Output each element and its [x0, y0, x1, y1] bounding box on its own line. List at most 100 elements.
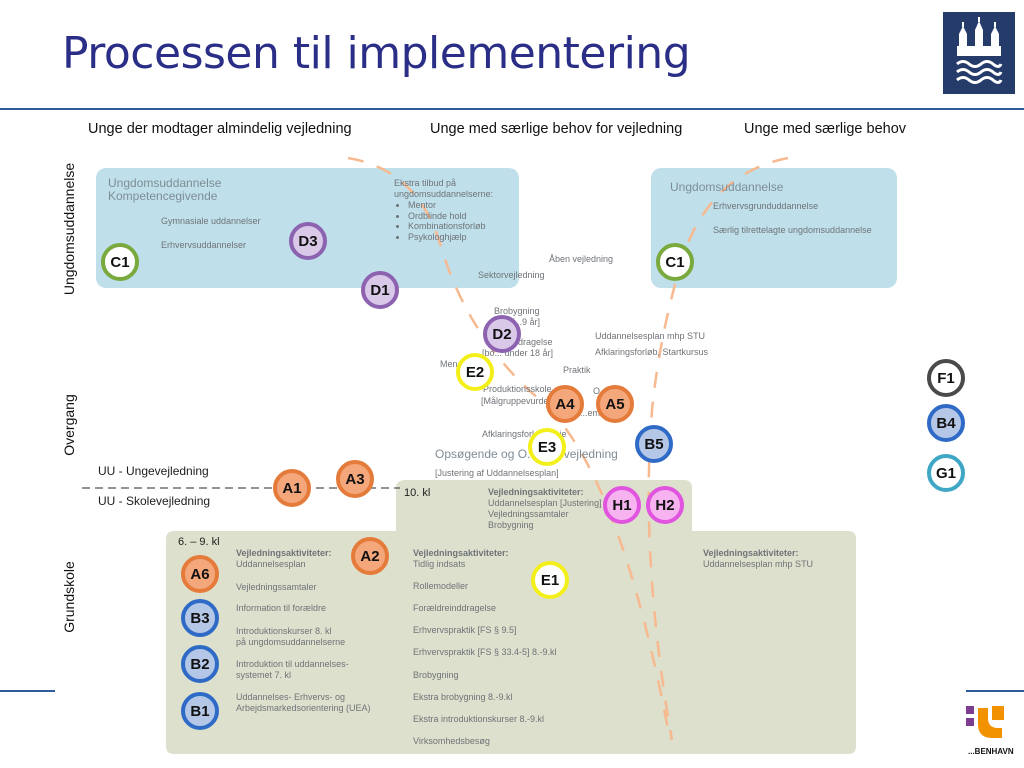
youth-left-title-line1: Ungdomsuddannelse — [108, 176, 222, 190]
left-item5-line1: Introduktion til uddannelses- — [236, 659, 349, 669]
marker-d2: D2 — [483, 315, 521, 353]
youth-left-title-line2: Kompetencegivende — [108, 189, 218, 203]
right-item1: Uddannelsesplan mhp STU — [703, 559, 814, 569]
marker-b1: B1 — [181, 692, 219, 730]
youth-extra-list: Mentor Ordblinde hold Kombinationsforløb… — [394, 200, 493, 242]
mid-item: Erhvervspraktik [FS § 9.5] — [413, 625, 517, 635]
left-heading: Vejledningsaktiviteter: — [236, 548, 332, 558]
title-rule — [0, 108, 1024, 110]
upper-item1: Uddannelsesplan [Justering] — [488, 498, 602, 508]
list-item: Mentor — [408, 200, 493, 211]
youth-extra-heading-line2: ungdomsuddannelserne: — [394, 189, 494, 199]
left-item4-line2: på ungdomsuddannelserne — [236, 637, 346, 647]
mid-heading: Vejledningsaktiviteter: — [413, 548, 509, 558]
upper-item3: Brobygning — [488, 520, 534, 530]
marker-d3: D3 — [289, 222, 327, 260]
marker-f1: F1 — [927, 359, 965, 397]
upper-heading: Vejledningsaktiviteter: — [488, 487, 584, 497]
marker-a4: A4 — [546, 385, 584, 423]
marker-e3: E3 — [528, 428, 566, 466]
marker-b5: B5 — [635, 425, 673, 463]
marker-h2: H2 — [646, 486, 684, 524]
left-item1: Uddannelsesplan — [236, 559, 306, 569]
grade-10: 10. kl — [404, 487, 431, 499]
marker-a5: A5 — [596, 385, 634, 423]
youth-left-title: Ungdomsuddannelse Kompetencegivende — [108, 177, 221, 203]
kobenhavn-logo-icon — [966, 706, 1004, 738]
marker-b3: B3 — [181, 599, 219, 637]
grade-6-9: 6. – 9. kl — [178, 536, 220, 548]
marker-c1-left: C1 — [101, 243, 139, 281]
left-item3: Information til forældre — [236, 603, 327, 613]
transition-produktionsskole: Produktionsskole — [483, 384, 552, 394]
transition-mentor: Men... — [440, 359, 466, 369]
transition-foraeldre-sub: [bo... under 18 år] — [482, 348, 554, 358]
left-item5: Introduktion til uddannelses- systemet 7… — [236, 659, 349, 681]
transition-foraeldre: F...nddragelse — [496, 337, 553, 347]
marker-h1: H1 — [603, 486, 641, 524]
path-general-guidance — [347, 156, 672, 741]
page-title: Processen til implementering — [62, 28, 691, 79]
marker-a2: A2 — [351, 537, 389, 575]
transition-em: ...em — [580, 408, 601, 418]
footer-rule-right — [966, 690, 1024, 692]
right-heading: Vejledningsaktiviteter: — [703, 548, 799, 558]
copenhagen-coat-of-arms-icon — [956, 17, 1003, 84]
transition-uddannelsesplan-stu: Uddannelsesplan mhp STU — [595, 331, 706, 341]
mid-item: Ekstra introduktionskurser 8.-9.kl — [413, 714, 545, 724]
transition-afklaring-veje: Afklaringsforl...e Veje — [482, 429, 567, 439]
mid-item: Tidlig indsats — [413, 559, 466, 569]
footer-rule-left — [0, 690, 55, 692]
footer-logo-text: ...BENHAVN — [968, 747, 1014, 756]
list-item: Ordblinde hold — [408, 211, 493, 222]
left-item6: Uddannelses- Erhvervs- og Arbejdsmarkeds… — [236, 692, 371, 714]
transition-brobygning: Brobygning — [494, 306, 540, 316]
marker-c1-right: C1 — [656, 243, 694, 281]
left-item4-line1: Introduktionskurser 8. kl — [236, 626, 332, 636]
list-item: Psykologhjælp — [408, 232, 493, 243]
transition-aaben: Åben vejledning — [549, 254, 614, 264]
left-item2: Vejledningssamtaler — [236, 582, 317, 592]
youth-extra-heading-line1: Ekstra tilbud på — [394, 178, 457, 188]
left-item5-line2: systemet 7. kl — [236, 670, 292, 680]
youth-left-item1: Gymnasiale uddannelser — [161, 216, 261, 226]
left-item6-line2: Arbejdsmarkedsorientering (UEA) — [236, 703, 371, 713]
transition-justering: [Justering af Uddannelsesplan] — [435, 468, 559, 478]
mid-item: Rollemodeller — [413, 581, 469, 591]
mid-item: Ekstra brobygning 8.-9.kl — [413, 692, 513, 702]
youth-left-item2: Erhvervsuddannelser — [161, 240, 247, 250]
marker-b4: B4 — [927, 404, 965, 442]
transition-produktionsskole-sub: [Målgruppevurder...] — [481, 396, 562, 406]
marker-e2: E2 — [456, 353, 494, 391]
marker-d1: D1 — [361, 271, 399, 309]
transition-brobygning-sub: [...9 år] — [512, 317, 541, 327]
marker-a1: A1 — [273, 469, 311, 507]
mid-item: Forældreinddragelse — [413, 603, 497, 613]
left-item4: Introduktionskurser 8. kl på ungdomsudda… — [236, 626, 345, 648]
marker-b2: B2 — [181, 645, 219, 683]
mid-item: Brobygning — [413, 670, 459, 680]
transition-afklaringsforlob: Afklaringsforløb, Startkursus — [595, 347, 709, 357]
uu-skolevejledning: UU - Skolevejledning — [98, 494, 211, 508]
mid-item: Erhvervspraktik [FS § 33.4-5] 8.-9.kl — [413, 647, 557, 657]
left-item6-line1: Uddannelses- Erhvervs- og — [236, 692, 346, 702]
transition-praktik: Praktik — [563, 365, 591, 375]
marker-e1: E1 — [531, 561, 569, 599]
city-logo — [943, 12, 1015, 94]
youth-right-item2: Særlig tilrettelagte ungdomsuddannelse — [713, 225, 872, 235]
column-header-special-guidance: Unge med særlige behov for vejledning — [430, 121, 683, 137]
list-item: Kombinationsforløb — [408, 221, 493, 232]
uu-ungevejledning: UU - Ungevejledning — [98, 464, 209, 478]
youth-right-item1: Erhvervsgrunduddannelse — [713, 201, 819, 211]
transition-sektor: Sektorvejledning — [478, 270, 545, 280]
marker-g1: G1 — [927, 454, 965, 492]
marker-a6: A6 — [181, 555, 219, 593]
column-header-general: Unge der modtager almindelig vejledning — [88, 121, 352, 137]
transition-opsogende: Opsøgende og O... nde vejledning — [435, 447, 618, 461]
column-header-special-needs: Unge med særlige behov — [744, 121, 907, 137]
upper-item2: Vejledningssamtaler — [488, 509, 569, 519]
mid-item: Virksomhedsbesøg — [413, 736, 490, 746]
youth-left-extra: Ekstra tilbud på ungdomsuddannelserne: M… — [394, 178, 493, 242]
